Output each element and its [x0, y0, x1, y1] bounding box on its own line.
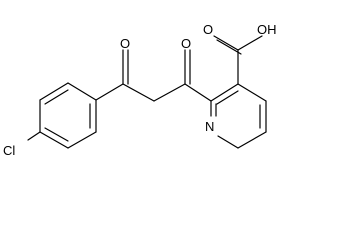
- left-ketone-oxygen-label: O: [120, 36, 130, 51]
- pyridine-nitrogen-label: N: [205, 119, 214, 134]
- chlorine-atom-label: Cl: [3, 143, 15, 156]
- carboxylic-acid-hydroxyl-label: OH: [257, 22, 277, 37]
- right-ketone-oxygen-label: O: [181, 36, 191, 51]
- chemical-structure-diagram: Cl O O O OH N: [3, 22, 277, 156]
- carboxylic-acid-oxygen-label: O: [203, 22, 213, 37]
- atom-labels: Cl O O O OH N: [3, 22, 277, 156]
- bond-lines: [27, 35, 267, 149]
